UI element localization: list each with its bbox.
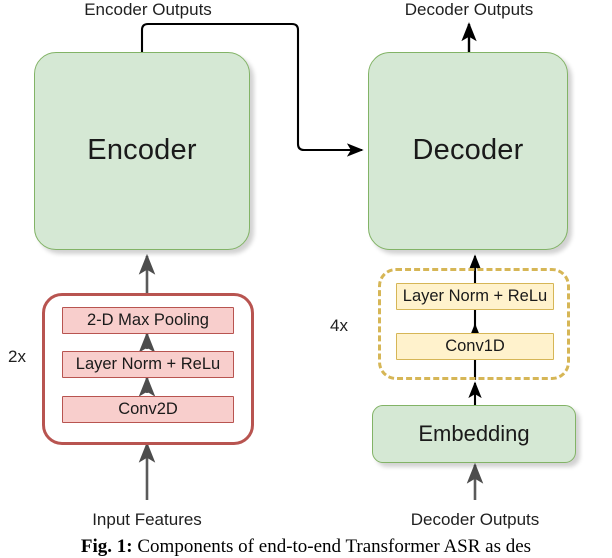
input-features-label: Input Features [92, 510, 202, 529]
layer-box-conv1d[interactable]: Conv1D [396, 333, 554, 360]
decoder-outputs-bottom-label: Decoder Outputs [410, 510, 540, 529]
encoder-block[interactable]: Encoder [34, 52, 250, 250]
layer-box-conv2d[interactable]: Conv2D [62, 396, 234, 423]
layer-box-max-pooling[interactable]: 2-D Max Pooling [62, 307, 234, 334]
layer-box-layer-norm-relu-decoder[interactable]: Layer Norm + ReLu [396, 283, 554, 310]
encoder-outputs-label: Encoder Outputs [84, 0, 212, 19]
layer-box-layer-norm-relu-encoder[interactable]: Layer Norm + ReLu [62, 351, 234, 378]
figure-caption-text: Components of end-to-end Transformer ASR… [137, 536, 532, 557]
embedding-block[interactable]: Embedding [372, 405, 576, 463]
decoder-block[interactable]: Decoder [368, 52, 568, 250]
encoder-frontend-group[interactable] [42, 293, 254, 445]
encoder-group-repeat-label: 2x [8, 347, 26, 366]
decoder-outputs-top-label: Decoder Outputs [404, 0, 534, 19]
decoder-group-repeat-label: 4x [330, 316, 348, 335]
figure-caption: Fig. 1: Components of end-to-end Transfo… [0, 536, 612, 558]
figure-caption-label: Fig. 1: [80, 536, 133, 557]
decoder-frontend-group[interactable] [378, 268, 570, 380]
